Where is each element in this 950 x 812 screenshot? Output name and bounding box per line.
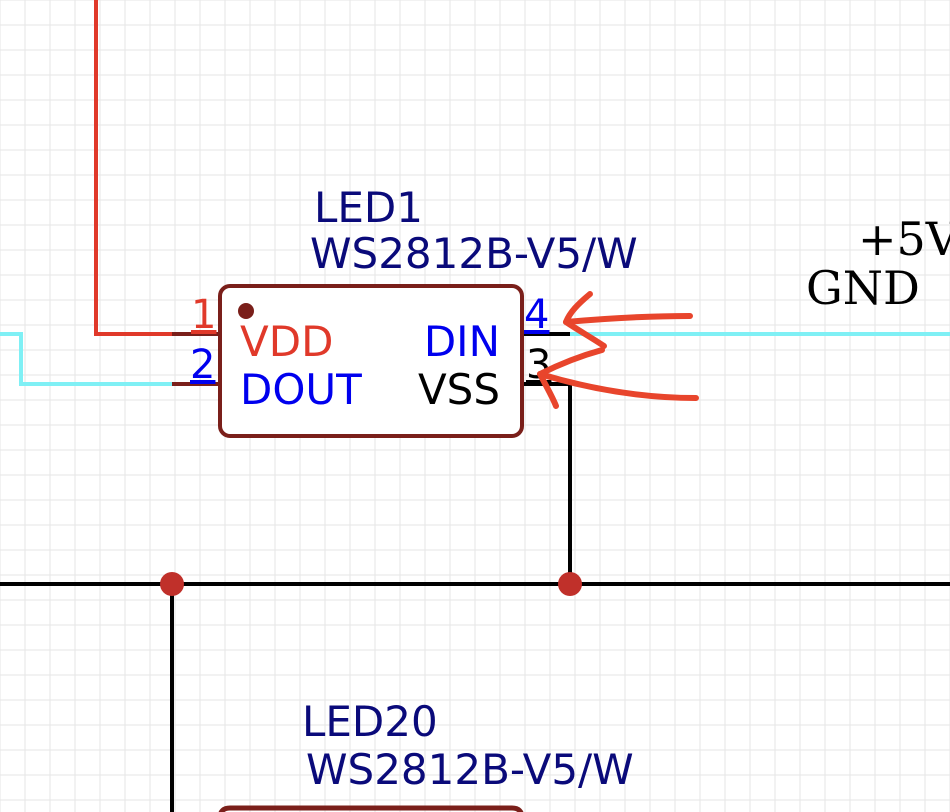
annotation-arrows: [537, 291, 699, 409]
pin3-number: 3: [526, 342, 551, 388]
pin-name-din: DIN: [424, 317, 500, 366]
led1-value: WS2812B-V5/W: [310, 229, 638, 278]
led20-value: WS2812B-V5/W: [306, 745, 634, 794]
pin1-marker-dot: [238, 303, 254, 319]
pin-name-vss: VSS: [418, 365, 500, 414]
pin1-number: 1: [191, 292, 216, 338]
led1-body[interactable]: [218, 284, 524, 438]
arrow-annotation: [563, 291, 607, 349]
pin-name-vdd: VDD: [240, 317, 333, 366]
led20-designator: LED20: [302, 697, 438, 746]
pin-name-dout: DOUT: [240, 365, 362, 414]
arrow-annotation: [537, 371, 699, 401]
junction-dot: [160, 572, 184, 596]
arrow-annotation: [563, 313, 693, 325]
led20-body[interactable]: [217, 805, 525, 812]
net-label-5v: +5V: [858, 212, 950, 266]
led1-designator: LED1: [314, 183, 423, 232]
junction-dot: [558, 572, 582, 596]
pin4-number: 4: [524, 292, 549, 338]
arrow-annotation: [537, 347, 605, 409]
dout-wire[interactable]: [0, 332, 172, 386]
pin2-number: 2: [190, 342, 215, 388]
net-label-gnd: GND: [806, 261, 920, 315]
